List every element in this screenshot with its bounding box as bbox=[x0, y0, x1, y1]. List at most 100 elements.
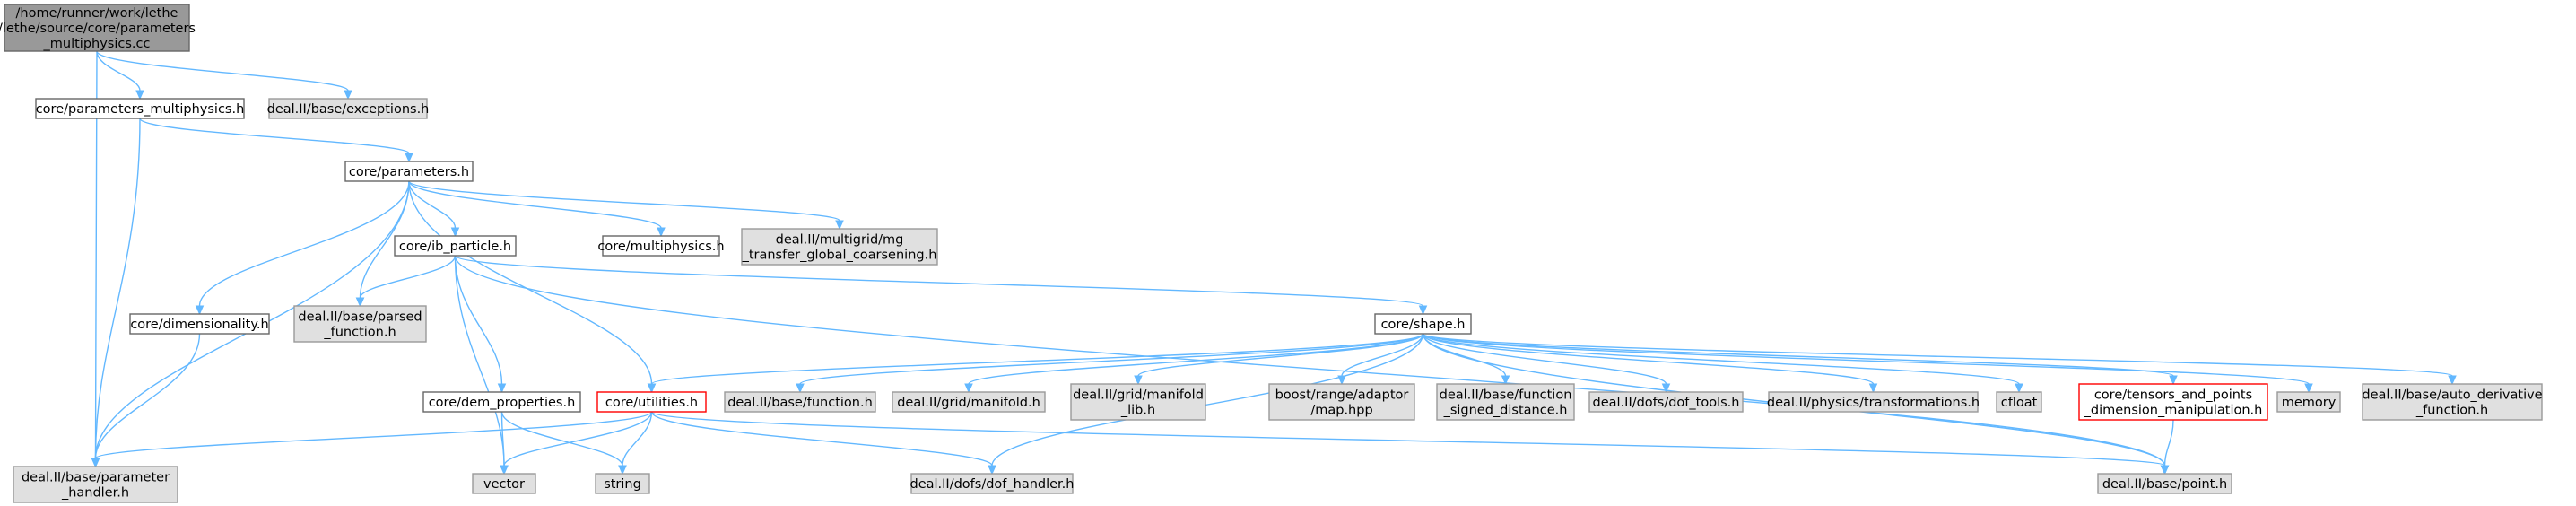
node-label: vector bbox=[483, 477, 525, 492]
node-label: deal.II/dofs/dof_handler.h bbox=[910, 477, 1075, 492]
edge-params-to-mg bbox=[408, 180, 840, 222]
node-label: core/dimensionality.h bbox=[130, 318, 268, 332]
node-label: deal.II/grid/manifold bbox=[1073, 388, 1204, 403]
arrowhead-ibp-to-shape bbox=[1418, 305, 1428, 316]
node-box bbox=[394, 235, 517, 257]
arrowhead-tensors-to-point bbox=[2160, 465, 2170, 475]
edges-layer bbox=[91, 50, 2457, 475]
node-box bbox=[595, 473, 650, 494]
edge-shape-to-boost bbox=[1341, 333, 1424, 377]
node-box bbox=[2097, 473, 2232, 494]
node-mg: deal.II/multigrid/mg_transfer_global_coa… bbox=[741, 228, 938, 266]
node-box bbox=[129, 313, 270, 335]
edge-ibp-to-dem bbox=[454, 255, 503, 385]
node-util[interactable]: core/utilities.h bbox=[596, 391, 707, 413]
node-ibp[interactable]: core/ib_particle.h bbox=[394, 235, 517, 257]
node-box bbox=[293, 305, 427, 343]
arrowhead-ibp-to-dem bbox=[497, 383, 507, 394]
arrowhead-shape-to-util bbox=[647, 383, 657, 394]
node-tensors[interactable]: core/tensors_and_points_dimension_manipu… bbox=[2078, 383, 2268, 421]
arrowhead-params-to-ibp bbox=[450, 227, 460, 238]
edge-ibp-to-vector bbox=[454, 255, 505, 467]
edge-ibp-to-shape bbox=[454, 255, 1424, 307]
edge-shape-to-autoderiv bbox=[1422, 333, 2453, 377]
node-label: deal.II/base/parameter bbox=[22, 471, 170, 485]
arrowhead-root-to-exc bbox=[344, 90, 352, 100]
node-box bbox=[1436, 383, 1575, 421]
node-label: core/parameters_multiphysics.h bbox=[36, 102, 245, 117]
node-dim[interactable]: core/dimensionality.h bbox=[129, 313, 270, 335]
node-label: deal.II/grid/manifold.h bbox=[897, 396, 1040, 410]
node-box bbox=[268, 98, 428, 119]
arrowhead-params-to-mg bbox=[835, 220, 844, 231]
node-box bbox=[2276, 391, 2341, 413]
arrowhead-pm-to-params bbox=[405, 153, 413, 163]
edge-shape-to-memory bbox=[1422, 333, 2310, 385]
edge-shape-to-util bbox=[650, 333, 1424, 385]
node-dem[interactable]: core/dem_properties.h bbox=[422, 391, 581, 413]
arrowhead-shape-to-manlib bbox=[1134, 375, 1143, 386]
node-params[interactable]: core/parameters.h bbox=[344, 161, 474, 182]
node-label: _function.h bbox=[2415, 404, 2488, 418]
node-label: core/multiphysics.h bbox=[597, 240, 724, 254]
node-root[interactable]: /home/runner/work/lethe/lethe/source/cor… bbox=[0, 4, 196, 52]
edge-dim-to-paramhandler bbox=[94, 333, 201, 459]
edge-pm-to-paramhandler bbox=[94, 118, 141, 459]
arrowhead-shape-to-memory bbox=[2304, 383, 2313, 394]
node-box bbox=[1996, 391, 2042, 413]
arrowhead-shape-to-transf bbox=[1868, 383, 1878, 394]
node-box bbox=[344, 161, 474, 182]
node-box bbox=[602, 235, 720, 257]
node-dofhandler: deal.II/dofs/dof_handler.h bbox=[910, 473, 1075, 494]
node-box bbox=[1268, 383, 1415, 421]
edge-params-to-multiphys bbox=[408, 180, 662, 229]
arrowhead-shape-to-boost bbox=[1337, 375, 1346, 386]
node-box bbox=[1588, 391, 1744, 413]
arrowhead-shape-to-cfloat bbox=[2015, 383, 2023, 394]
edge-shape-to-doftools bbox=[1422, 333, 1667, 385]
edge-dem-to-string bbox=[500, 411, 623, 467]
edge-dem-to-vector bbox=[500, 411, 505, 467]
node-boost: boost/range/adaptor/map.hpp bbox=[1268, 383, 1415, 421]
node-multiphys[interactable]: core/multiphysics.h bbox=[597, 235, 725, 257]
node-sdist: deal.II/base/function_signed_distance.h bbox=[1436, 383, 1575, 421]
arrowhead-util-to-dofhandler bbox=[988, 465, 996, 475]
edge-util-to-vector bbox=[503, 411, 653, 467]
node-pm[interactable]: core/parameters_multiphysics.h bbox=[35, 98, 245, 119]
arrowhead-util-to-vector bbox=[500, 465, 509, 475]
arrowhead-ibp-to-parsedfn bbox=[355, 297, 365, 308]
node-vector: vector bbox=[472, 473, 536, 494]
node-label: memory bbox=[2282, 396, 2337, 410]
node-box bbox=[1070, 383, 1206, 421]
node-label: deal.II/base/function bbox=[1440, 388, 1572, 403]
node-box bbox=[2362, 383, 2543, 421]
node-label: _handler.h bbox=[61, 486, 129, 501]
node-cfloat: cfloat bbox=[1996, 391, 2042, 413]
edge-util-to-dofhandler bbox=[650, 411, 993, 467]
edge-shape-to-manlib bbox=[1137, 333, 1424, 377]
node-shape[interactable]: core/shape.h bbox=[1374, 313, 1472, 335]
node-label: _transfer_global_coarsening.h bbox=[742, 249, 937, 263]
edge-shape-to-tensors bbox=[1422, 333, 2174, 377]
node-label: deal.II/base/point.h bbox=[2102, 477, 2227, 492]
edge-shape-to-func bbox=[799, 333, 1424, 385]
edge-root-to-exc bbox=[96, 50, 349, 92]
arrowhead-shape-to-func bbox=[796, 383, 805, 394]
node-box bbox=[724, 391, 876, 413]
edge-shape-to-manifold bbox=[968, 333, 1424, 385]
arrowhead-root-to-pm bbox=[135, 90, 144, 100]
node-label: _dimension_manipulation.h bbox=[2084, 404, 2263, 418]
node-label: core/ib_particle.h bbox=[399, 240, 511, 254]
node-label: cfloat bbox=[2001, 396, 2038, 410]
node-box bbox=[1768, 391, 1979, 413]
node-parsedfn: deal.II/base/parsed_function.h bbox=[293, 305, 427, 343]
node-label: deal.II/base/auto_derivative bbox=[2362, 388, 2542, 403]
node-label: core/shape.h bbox=[1381, 318, 1466, 332]
node-box bbox=[892, 391, 1046, 413]
node-box bbox=[4, 4, 190, 52]
arrowhead-params-to-dim bbox=[195, 305, 205, 316]
node-label: _function.h bbox=[323, 326, 396, 340]
edge-root-to-paramhandler bbox=[94, 50, 98, 459]
node-label: /map.hpp bbox=[1310, 404, 1372, 418]
